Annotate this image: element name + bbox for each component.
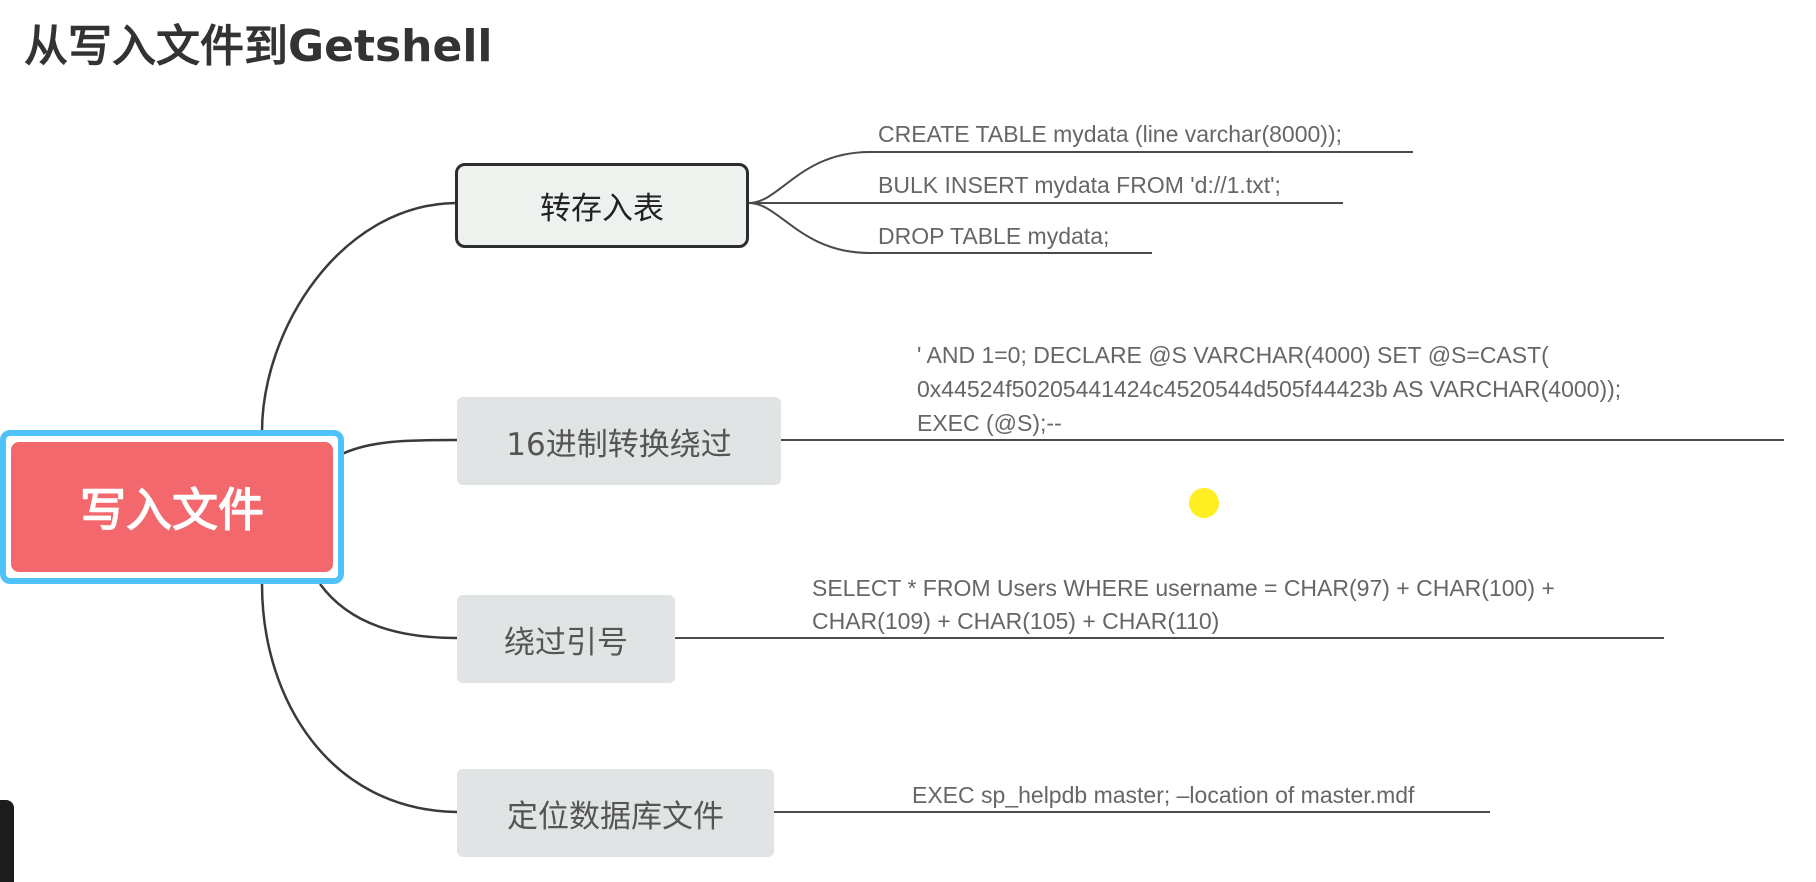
- leaf-select-line-1[interactable]: SELECT * FROM Users WHERE username = CHA…: [812, 575, 1555, 601]
- connector-branch-1-leaf-1: [748, 151, 1413, 204]
- page-title: 从写入文件到Getshell: [24, 21, 493, 72]
- connector-branch-1-leaf-3: [748, 202, 1152, 254]
- leaf-drop-table[interactable]: DROP TABLE mydata;: [878, 223, 1110, 249]
- branch-node-locate-db-file[interactable]: 定位数据库文件: [457, 769, 774, 857]
- leaf-exec-helpdb[interactable]: EXEC sp_helpdb master; –location of mast…: [912, 782, 1415, 808]
- cursor-highlight: [1189, 488, 1219, 518]
- side-panel-tab[interactable]: [0, 800, 14, 882]
- branch-node-quote-bypass[interactable]: 绕过引号: [457, 595, 675, 683]
- leaf-bulk-insert[interactable]: BULK INSERT mydata FROM 'd://1.txt';: [878, 172, 1281, 198]
- branch-node-hex-bypass[interactable]: 16进制转换绕过: [457, 397, 781, 485]
- leaf-hex-line-2[interactable]: 0x44524f50205441424c4520544d505f44423b A…: [917, 376, 1622, 402]
- branch-node-transfer-to-table[interactable]: 转存入表: [455, 163, 749, 248]
- root-node[interactable]: 写入文件: [11, 442, 333, 572]
- connector-root-to-branch-1: [260, 201, 456, 433]
- leaf-hex-line-1[interactable]: ' AND 1=0; DECLARE @S VARCHAR(4000) SET …: [917, 342, 1549, 368]
- connector-root-to-branch-2: [339, 438, 458, 457]
- connector-root-to-branch-4: [260, 583, 458, 814]
- connector-root-to-branch-3: [318, 583, 458, 640]
- leaf-select-line-2[interactable]: CHAR(109) + CHAR(105) + CHAR(110): [812, 608, 1220, 634]
- leaf-create-table[interactable]: CREATE TABLE mydata (line varchar(8000))…: [878, 121, 1342, 147]
- leaf-hex-line-3[interactable]: EXEC (@S);--: [917, 410, 1062, 436]
